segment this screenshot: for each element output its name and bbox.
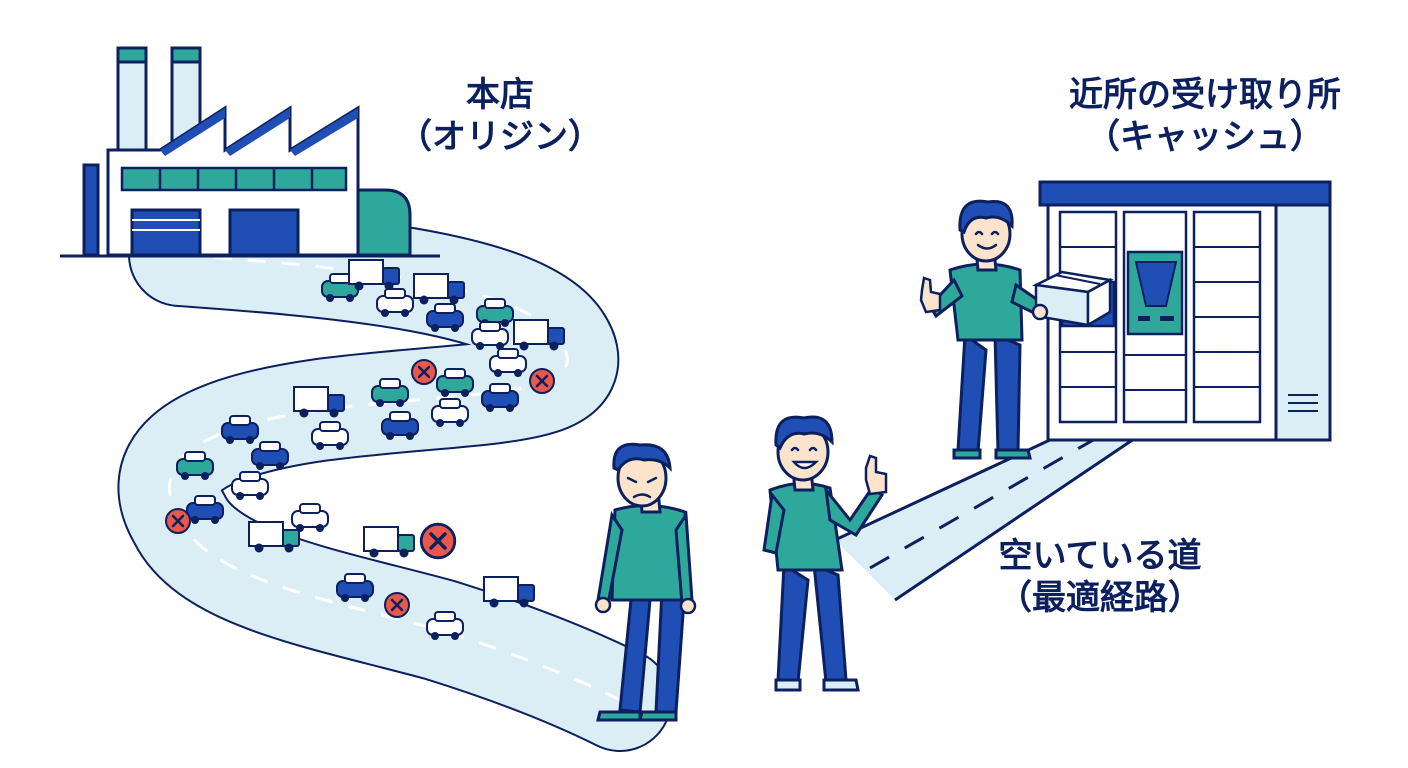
car [291,503,329,533]
blocked-x-icon [410,358,438,386]
road-label: 空いている道 （最適経路） [960,535,1240,619]
sad-person [594,442,697,722]
origin-label-line1: 本店 [466,75,534,115]
cache-label: 近所の受け取り所 （キャッシュ） [1030,74,1380,158]
happy-person [762,415,888,692]
road-label-line2: （最適経路） [998,578,1202,618]
road-label-line1: 空いている道 [998,536,1202,576]
blocked-x-icon [528,367,556,395]
blocked-x-icon [383,591,411,619]
factory-icon [60,46,440,258]
congested-road [117,203,672,752]
origin-label: 本店 （オリジン） [360,74,640,158]
package-box-icon [1031,270,1114,328]
cache-label-line2: （キャッシュ） [1086,117,1324,157]
person-with-package [919,199,1114,460]
cache-label-line1: 近所の受け取り所 [1069,75,1341,115]
origin-label-line2: （オリジン） [398,117,602,157]
blocked-x-icon [164,507,192,535]
blocked-x-icon [419,522,457,560]
truck [363,526,415,559]
